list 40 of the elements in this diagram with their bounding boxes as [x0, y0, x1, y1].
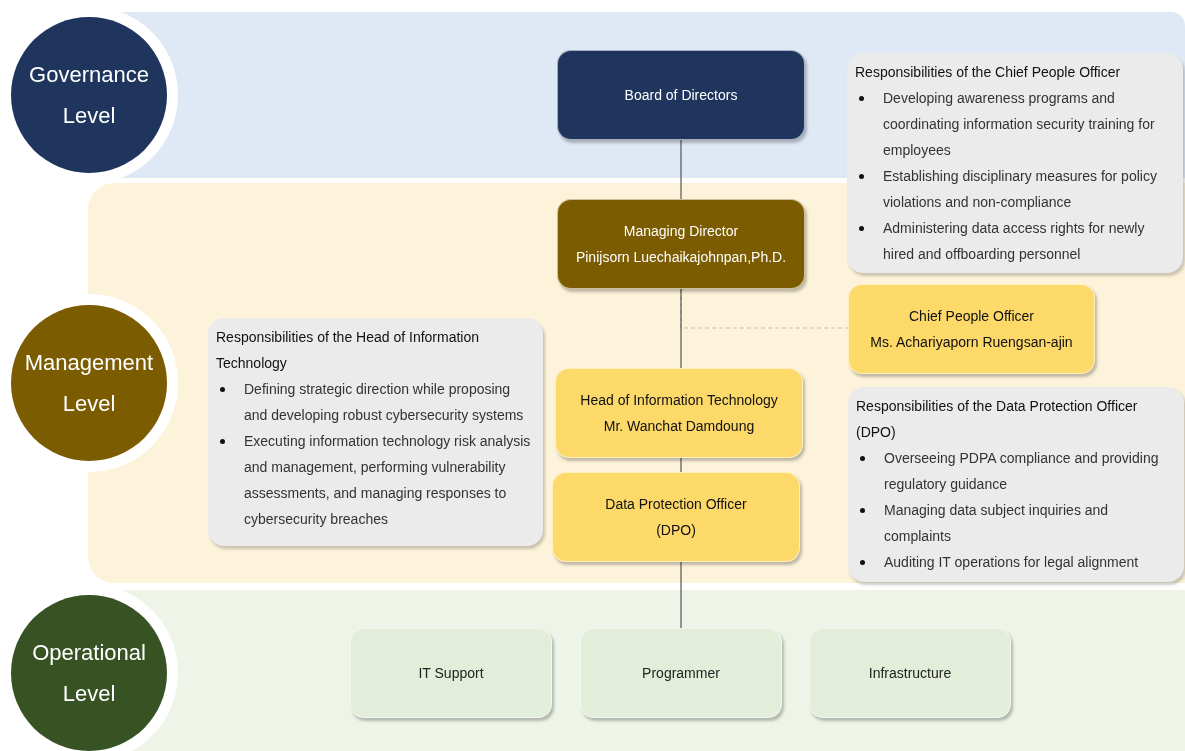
- bullet-text: Administering data access rights for newly hired and offboarding personnel: [883, 220, 1145, 262]
- bullet-text: Managing data subject inquiries and complaints: [884, 502, 1109, 544]
- responsibility-card: [208, 318, 543, 546]
- bullet-text: Executing information technology risk analysis and management, performing vulnerability assessments, and managing responses to cybersecurity breaches: [244, 433, 531, 527]
- role-text: Ms. Achariyaporn Ruengsan-ajin: [870, 333, 1073, 352]
- role-box: [555, 368, 803, 458]
- responsibility-card: [848, 387, 1184, 582]
- role-box: [580, 628, 782, 718]
- card-heading: Responsibilities of the Chief People Officer: [855, 63, 1122, 82]
- connector-line: [680, 288, 682, 369]
- role-text: Board of Directors: [624, 86, 738, 105]
- connector-line: [680, 561, 682, 629]
- connector-line: [680, 139, 682, 200]
- bullet-text: Defining strategic direction while proposing and developing robust cybersecurity systems: [244, 381, 524, 423]
- card-heading: Responsibilities of the Head of Information Technology: [216, 328, 481, 373]
- role-text: Data Protection Officer (DPO): [604, 495, 748, 540]
- role-box: [848, 284, 1095, 374]
- role-box: [350, 628, 552, 718]
- role-text: IT Support: [418, 664, 484, 683]
- role-text: Mr. Wanchat Damdoung: [603, 417, 755, 436]
- role-text: Chief People Officer: [909, 307, 1034, 326]
- role-text: Programmer: [642, 664, 720, 683]
- card-heading: Responsibilities of the Data Protection Officer (DPO): [856, 397, 1139, 442]
- connector-line: [680, 457, 682, 473]
- role-box: [557, 199, 805, 289]
- level-label: Governance Level: [28, 61, 150, 130]
- bullet-text: Overseeing PDPA compliance and providing regulatory guidance: [884, 450, 1159, 492]
- role-text: Managing Director: [623, 222, 739, 241]
- bullet-text: Establishing disciplinary measures for policy violations and non-compliance: [883, 168, 1157, 210]
- role-box: [552, 472, 800, 562]
- role-text: Infrastructure: [868, 664, 952, 683]
- role-text: Head of Information Technology: [580, 391, 778, 410]
- level-label: Operational Level: [31, 639, 147, 708]
- bullet-text: Developing awareness programs and coordinating information security training for employees: [883, 90, 1155, 158]
- role-box: [557, 50, 805, 140]
- role-box: [809, 628, 1011, 718]
- role-text: Pinijsorn Luechaikajohnpan,Ph.D.: [575, 248, 787, 267]
- responsibility-card: [847, 53, 1183, 273]
- level-label: Management Level: [23, 349, 155, 418]
- bullet-text: Auditing IT operations for legal alignment: [884, 554, 1139, 570]
